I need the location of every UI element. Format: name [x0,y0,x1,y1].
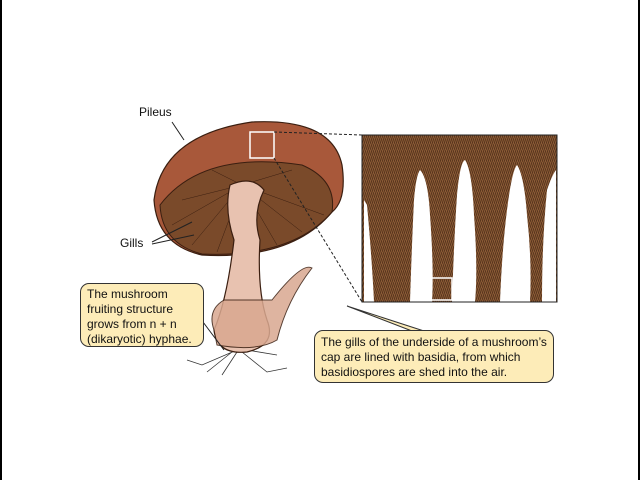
callout-line: (dikaryotic) hyphae. [87,332,192,346]
callout-line: The gills of the underside of a mushroom… [321,335,547,349]
roots [186,349,288,376]
gills-label: Gills [120,236,144,250]
callout-line: grows from n + n [87,317,177,331]
callout-line: cap are lined with basidia, from which [321,350,521,364]
hyphae-callout: The mushroom fruiting structure grows fr… [80,283,204,347]
gill-inset [361,134,558,303]
cap-detail-box [249,131,275,159]
callout-line: basidiospores are shed into the air. [321,365,508,379]
basidia-detail-box [427,277,453,301]
pileus-label: Pileus [139,105,172,119]
callout-line: The mushroom [87,287,168,301]
basidia-callout: The gills of the underside of a mushroom… [314,330,554,383]
volva [211,266,313,349]
callout-line: fruiting structure [87,302,174,316]
